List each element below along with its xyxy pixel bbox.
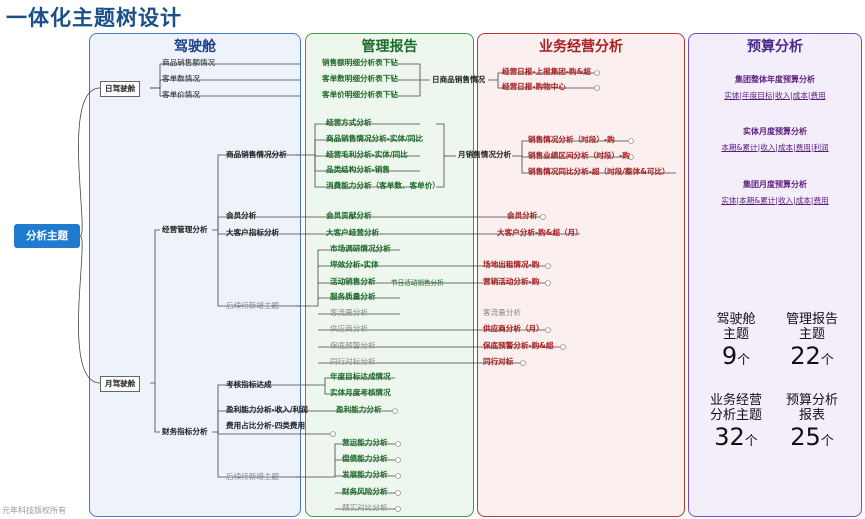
mgmt-report-profit[interactable]: 盈利能力分析 [336,405,382,414]
biz-sales-range[interactable]: 销售业绩区间分析（时段）-购 [528,151,630,160]
pending-topics-finance-node[interactable]: 后续待新增主题 [226,472,280,481]
finance-analysis-node[interactable]: 财务指标分析 [162,427,208,436]
profit-node[interactable]: 盈利能力分析-收入/利润 [226,405,308,414]
biz-marketing-campaign[interactable]: 营销活动分析-购 [483,277,540,286]
mgmt-report-gross-margin[interactable]: 经营毛利分析-实体/同比 [326,150,408,159]
budget-header: 预算分析 [747,39,803,55]
biz-guarantee-warning[interactable]: 保底预警分析-购&超 [483,341,554,350]
ops-analysis-node[interactable]: 经营管理分析 [162,225,208,234]
mgmt-report-risk[interactable]: 财务风险分析 [342,487,388,496]
page-title: 一体化主题树设计 [6,6,182,30]
mgmt-report-consumption[interactable]: 消费能力分析（客单数、客单价） [326,181,440,190]
mgmt-report-operating[interactable]: 营运能力分析 [342,438,388,447]
monthly-sales-hub[interactable]: 月销售情况分析 [458,150,512,159]
mgmt-report-benchmark[interactable]: 同行对标分析 [330,357,376,366]
mgmt-report-growth[interactable]: 发展能力分析 [342,470,388,479]
mgmt-report-member[interactable]: 会员贡献分析 [326,211,372,220]
biz-supplier[interactable]: 供应商分析（月） [483,324,544,333]
biz-analysis-panel [477,33,685,517]
mgmt-report-floor-efficiency[interactable]: 坪效分析-实体 [330,260,379,269]
biz-vip-analysis[interactable]: 大客户分析-购&超（月） [497,228,583,237]
daily-item-avg-price[interactable]: 客单价情况 [162,90,200,99]
daily-report-avg-price[interactable]: 客单价明细分析表下钻 [322,90,398,99]
daily-report-orders[interactable]: 客单数明细分析表下钻 [322,74,398,83]
member-analysis-node[interactable]: 会员分析 [226,211,257,220]
budget-entity-monthly-sub[interactable]: 本期&累计|收入|成本|费用|利润 [721,143,829,152]
biz-venue-rental[interactable]: 场地出租情况-购 [483,260,540,269]
stat-mgmt-report: 管理报告 主题 22个 [785,312,838,370]
biz-sales-period[interactable]: 销售情况分析（时段）-购 [528,135,615,144]
root-node-analysis-topics[interactable]: 分析主题 [14,224,80,248]
stat-budget: 预算分析 报表 25个 [785,393,838,451]
daily-item-sales[interactable]: 商品销售额情况 [162,58,216,67]
mgmt-report-guarantee[interactable]: 保底预警分析 [330,341,376,350]
daily-report-sales[interactable]: 销售额明细分析表下钻 [322,58,398,67]
mgmt-report-category[interactable]: 品类结构分析-销售 [326,165,390,174]
mgmt-header: 管理报告 [361,39,418,55]
budget-panel [688,33,862,517]
budget-group-monthly-sub[interactable]: 实体|本期&累计|收入|成本|费用 [721,196,829,205]
mgmt-report-service-quality[interactable]: 服务质量分析 [330,292,376,301]
stat-cockpit: 驾驶舱 主题 9个 [716,312,756,370]
biz-member-analysis[interactable]: 会员分析 [507,211,538,220]
biz-daily-report-group[interactable]: 经营日报-上报集团-购&超 [502,67,591,76]
biz-daily-report-mall[interactable]: 经营日报-购物中心 [502,82,566,91]
mgmt-report-monthly-kpi[interactable]: 实体月度考核情况 [330,388,391,397]
pending-topics-node[interactable]: 后续待新增主题 [226,301,280,310]
cockpit-header: 驾驶舱 [174,39,216,55]
mgmt-report-sales-yoy[interactable]: 商品销售情况分析-实体/同比 [326,134,424,143]
stat-biz-analysis: 业务经营 分析主题 32个 [709,393,762,451]
mgmt-report-vip[interactable]: 大客户经营分析 [326,228,380,237]
biz-header: 业务经营分析 [539,39,623,55]
biz-peer-benchmark[interactable]: 同行对标 [483,357,514,366]
daily-cockpit-node[interactable]: 日驾驶舱 [100,81,141,97]
kpi-node[interactable]: 考核指标达成 [226,380,272,389]
mgmt-report-panel [305,33,474,517]
biz-sales-yoy-super[interactable]: 销售情况同比分析-超（时段/整体&可比） [528,167,670,176]
daily-item-orders[interactable]: 客单数情况 [162,74,200,83]
holiday-campaign-label[interactable]: 节日活动销售分析 [391,279,444,287]
budget-group-monthly-title[interactable]: 集团月度预算分析 [743,180,807,189]
budget-group-annual-title[interactable]: 集团整体年度预算分析 [735,75,815,84]
daily-sales-hub[interactable]: 日商品销售情况 [432,75,486,84]
mgmt-report-footfall[interactable]: 客流量分析 [330,308,368,317]
sales-analysis-node[interactable]: 商品销售情况分析 [226,150,287,159]
mgmt-report-budget-actual[interactable]: 预实对比分析 [342,503,388,512]
vip-analysis-node[interactable]: 大客户指标分析 [226,228,280,237]
mgmt-report-market-research[interactable]: 市场调研情况分析 [330,244,391,253]
mgmt-report-operation-mode[interactable]: 经营方式分析 [326,118,372,127]
biz-footfall[interactable]: 客流量分析 [483,308,521,317]
mgmt-report-campaign-sales[interactable]: 活动销售分析 [330,277,376,286]
monthly-cockpit-node[interactable]: 月驾驶舱 [100,376,141,392]
budget-group-annual-sub[interactable]: 实体|年度目标|收入|成本|费用 [724,91,826,100]
cockpit-panel [89,33,301,517]
mgmt-report-supplier[interactable]: 供应商分析 [330,324,368,333]
mgmt-report-annual-target[interactable]: 年度目标达成情况 [330,372,391,381]
mgmt-report-solvency[interactable]: 偿债能力分析 [342,454,388,463]
budget-entity-monthly-title[interactable]: 实体月度预算分析 [743,127,807,136]
cost-node[interactable]: 费用占比分析-四类费用 [226,421,306,430]
copyright-text: 元年科技版权所有 [2,506,66,515]
